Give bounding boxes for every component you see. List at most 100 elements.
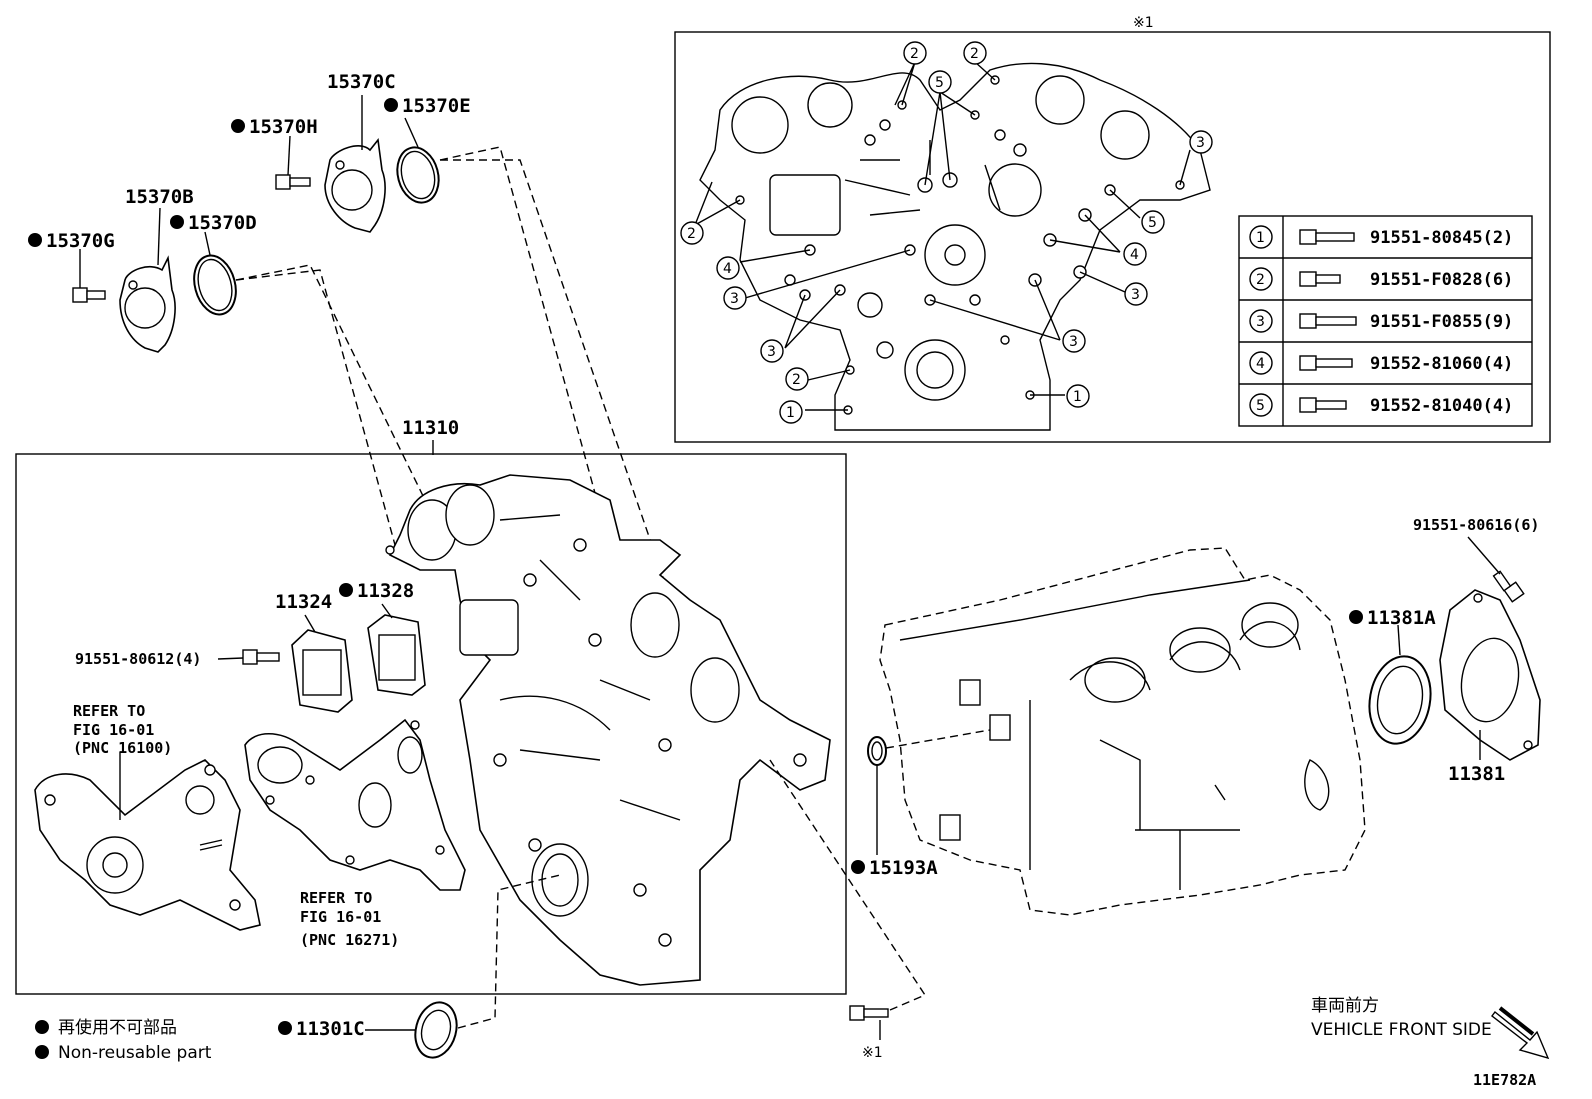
direction-arrow-icon xyxy=(1491,1006,1550,1060)
label-15370G: 15370G xyxy=(46,230,115,252)
non-reusable-dot xyxy=(28,233,42,247)
non-reusable-dot xyxy=(384,98,398,112)
ref-pnc-16271-line2: FIG 16-01 xyxy=(300,908,381,926)
svg-text:4: 4 xyxy=(1130,247,1139,263)
ref-pnc-16100-line1: REFER TO xyxy=(73,702,145,720)
direction-japanese: 車両前方 xyxy=(1311,996,1379,1016)
callout-3: 3 xyxy=(1124,282,1148,306)
callout-4: 4 xyxy=(1123,242,1147,266)
top-left-labels: 15370C 15370E 15370H 15370B 15370D 15370… xyxy=(28,71,471,252)
ref-pnc-16271-line1: REFER TO xyxy=(300,889,372,907)
bolt-row-4: 4 91552-81060(4) xyxy=(1249,351,1513,375)
label-91551-80612: 91551-80612(4) xyxy=(75,650,201,668)
bolt-row-3: 3 91551-F0855(9) xyxy=(1249,309,1513,333)
svg-text:2: 2 xyxy=(687,226,696,242)
svg-text:4: 4 xyxy=(723,261,732,277)
svg-text:3: 3 xyxy=(730,291,739,307)
bolt-part-number: 91551-F0855(9) xyxy=(1370,312,1513,332)
label-11324: 11324 xyxy=(275,591,332,613)
inset-callouts: 2 2 5 3 2 5 4 4 3 3 3 3 2 1 1 xyxy=(680,41,1213,424)
non-reusable-dot xyxy=(35,1020,49,1034)
label-bolt-ref: ※1 xyxy=(862,1045,883,1061)
non-reusable-dot xyxy=(1349,610,1363,624)
callout-2: 2 xyxy=(963,41,987,65)
part-91551-80612-drawing xyxy=(242,649,280,665)
callout-2: 2 xyxy=(785,367,809,391)
part-15370H-drawing xyxy=(275,174,311,190)
callout-3: 3 xyxy=(723,286,747,310)
label-11381A: 11381A xyxy=(1367,607,1436,629)
bolt-icon xyxy=(1299,397,1347,413)
part-11328-drawing xyxy=(367,614,426,696)
part-15370E-drawing xyxy=(396,146,440,204)
callout-3: 3 xyxy=(1189,130,1213,154)
callout-2: 2 xyxy=(680,221,704,245)
part-15370C-drawing xyxy=(324,138,386,233)
part-15193A-drawing xyxy=(867,729,991,855)
callout-3: 3 xyxy=(760,339,784,363)
inset-leader-lines xyxy=(694,61,1191,411)
label-11328: 11328 xyxy=(357,580,414,602)
legend-english: Non-reusable part xyxy=(58,1043,212,1063)
non-reusable-dot xyxy=(231,119,245,133)
non-reusable-dot xyxy=(339,583,353,597)
label-11310: 11310 xyxy=(402,417,459,439)
ref-pnc-16100-line2: FIG 16-01 xyxy=(73,721,154,739)
label-15370B: 15370B xyxy=(125,186,194,208)
part-15370B-drawing xyxy=(119,255,176,353)
part-11381-drawing xyxy=(1439,589,1541,761)
svg-text:2: 2 xyxy=(1256,272,1265,288)
diagram-code: 11E782A xyxy=(1473,1071,1536,1089)
inset-title: ※1 xyxy=(1133,15,1154,31)
part-15370G-drawing xyxy=(72,287,106,303)
label-11381: 11381 xyxy=(1448,763,1505,785)
bolt-icon xyxy=(1299,229,1355,245)
engine-block-drawing xyxy=(879,547,1366,916)
label-91551-80616: 91551-80616(6) xyxy=(1413,516,1539,534)
label-15370H: 15370H xyxy=(249,116,318,138)
part-91551-80616-drawing xyxy=(1467,536,1525,603)
ref-pnc-16271-line3: (PNC 16271) xyxy=(300,931,399,949)
inset-frame xyxy=(674,31,1551,443)
ref-pnc-16100-line3: (PNC 16100) xyxy=(73,739,172,757)
svg-text:2: 2 xyxy=(970,46,979,62)
label-15370E: 15370E xyxy=(402,95,471,117)
callout-4: 4 xyxy=(716,256,740,280)
label-15193A: 15193A xyxy=(869,857,938,879)
svg-text:3: 3 xyxy=(1196,135,1205,151)
bolt-row-5: 5 91552-81040(4) xyxy=(1249,393,1513,417)
svg-text:5: 5 xyxy=(1148,215,1157,231)
part-11324-drawing xyxy=(291,629,353,713)
callout-5: 5 xyxy=(1141,210,1165,234)
bolt-ref-drawing xyxy=(769,759,927,1040)
svg-text:3: 3 xyxy=(1256,314,1265,330)
non-reusable-dot xyxy=(170,215,184,229)
inset-timing-cover-drawing xyxy=(699,62,1211,431)
assembly-frame xyxy=(15,453,847,995)
svg-text:5: 5 xyxy=(1256,398,1265,414)
bolt-row-1: 1 91551-80845(2) xyxy=(1249,225,1513,249)
bolt-icon xyxy=(1299,271,1341,287)
label-15370D: 15370D xyxy=(188,212,257,234)
bolt-part-number: 91552-81060(4) xyxy=(1370,354,1513,374)
inset-bolt-diagram: ※1 xyxy=(674,15,1551,443)
non-reusable-dot xyxy=(851,860,865,874)
water-outlet-group xyxy=(72,95,706,701)
direction-english: VEHICLE FRONT SIDE xyxy=(1311,1020,1492,1040)
svg-text:4: 4 xyxy=(1256,356,1265,372)
timing-cover-drawing xyxy=(385,474,831,986)
callout-1: 1 xyxy=(1066,384,1090,408)
svg-text:1: 1 xyxy=(1256,230,1265,246)
vehicle-direction: 車両前方 VEHICLE FRONT SIDE xyxy=(1311,996,1550,1060)
bolt-icon xyxy=(1299,313,1357,329)
bolt-row-2: 2 91551-F0828(6) xyxy=(1249,267,1513,291)
non-reusable-dot xyxy=(35,1045,49,1059)
label-15370C: 15370C xyxy=(327,71,396,93)
callout-5: 5 xyxy=(928,70,952,94)
svg-text:3: 3 xyxy=(1069,334,1078,350)
bolt-part-number: 91551-80845(2) xyxy=(1370,228,1513,248)
svg-text:1: 1 xyxy=(786,405,795,421)
water-pump-drawing xyxy=(34,759,261,931)
part-11381A-drawing xyxy=(1368,624,1432,745)
